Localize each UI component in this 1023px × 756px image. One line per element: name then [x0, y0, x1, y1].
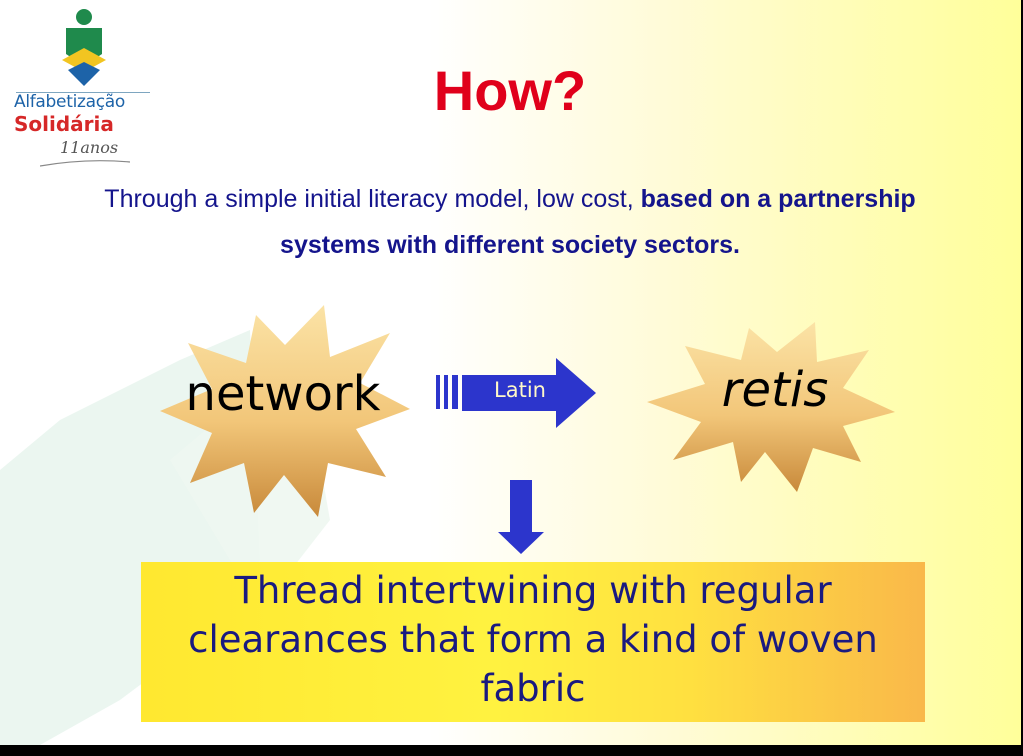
right-arrow-icon: [436, 358, 596, 428]
subtitle-normal-text: Through a simple initial literacy model,…: [104, 185, 641, 213]
down-arrow-icon: [498, 480, 544, 554]
logo-emblem-icon: [62, 9, 106, 86]
subtitle-bold-text: based on a partnership systems with diff…: [280, 185, 916, 259]
logo-text-line1: Alfabetização: [14, 92, 125, 112]
definition-text: Thread intertwining with regular clearan…: [188, 569, 878, 710]
logo-text-line3: 11anos: [60, 138, 119, 157]
slide-subtitle: Through a simple initial literacy model,…: [95, 176, 925, 268]
organization-logo: Alfabetização Solidária 11anos: [10, 8, 155, 173]
starburst-right-shape: [647, 322, 895, 492]
logo-divider: [16, 92, 150, 93]
arrow-label: Latin: [494, 378, 546, 402]
definition-box: Thread intertwining with regular clearan…: [141, 562, 925, 722]
network-starburst: [160, 305, 410, 517]
source-word: network: [185, 366, 381, 422]
target-word: retis: [721, 362, 829, 418]
starburst-left-shape: [160, 305, 410, 517]
logo-swoosh: [40, 160, 130, 167]
retis-starburst: [647, 322, 897, 492]
slide-title: How?: [433, 59, 587, 122]
logo-text-line2: Solidária: [14, 112, 114, 136]
